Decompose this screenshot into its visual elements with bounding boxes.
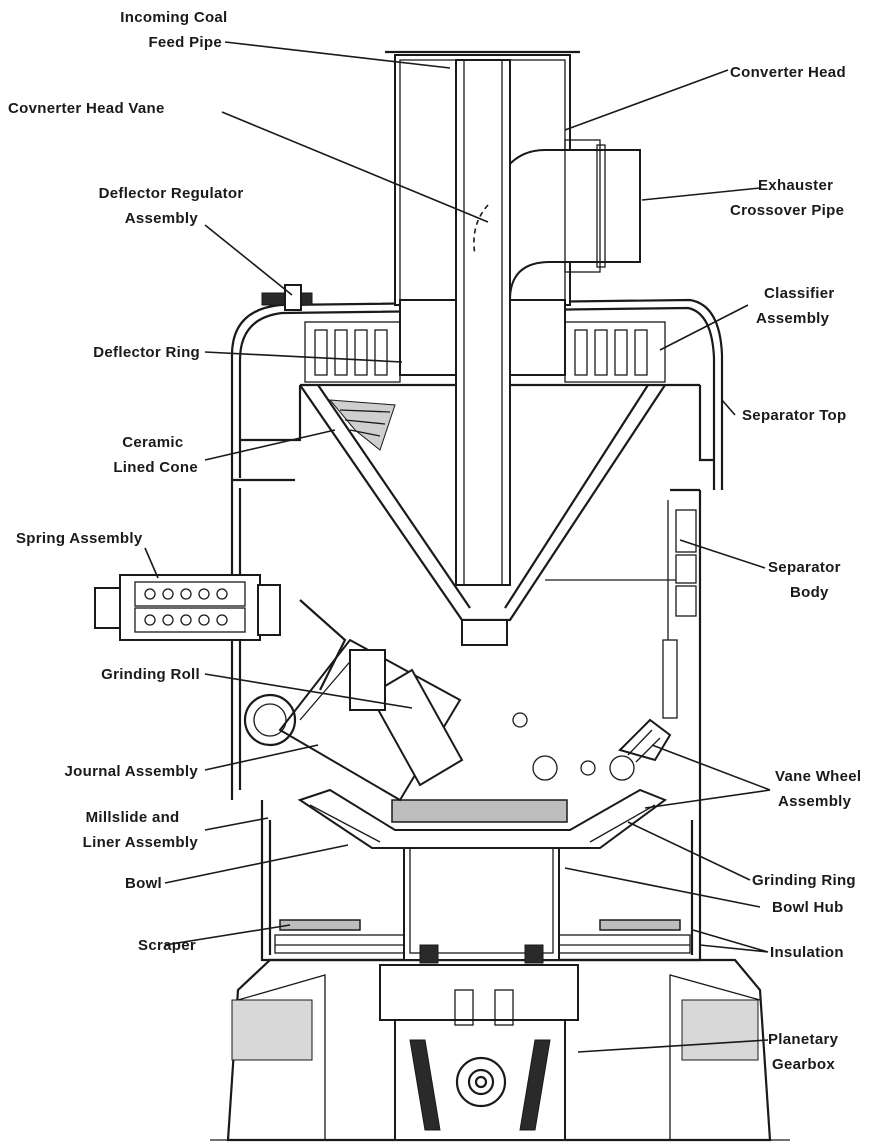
exhauster-pipe <box>484 139 641 301</box>
label-journal-assembly: Journal Assembly <box>65 763 199 780</box>
leader-bowl-hub <box>564 867 761 908</box>
label-grinding-roll: Grinding Roll <box>101 666 200 683</box>
label-vane-wheel-assembly: Vane Wheel Assembly <box>775 768 866 810</box>
label-bowl: Bowl <box>125 875 162 892</box>
label-separator-body: Separator Body <box>768 559 845 601</box>
ceramic-cone <box>299 384 666 622</box>
planetary-gearbox <box>379 964 579 1141</box>
label-insulation: Insulation <box>770 944 844 961</box>
label-scraper: Scraper <box>138 937 196 954</box>
leader-exhauster-crossover-pipe <box>641 187 761 201</box>
leader-converter-head <box>564 69 729 131</box>
labels: Incoming Coal Feed Pipe Converter Head C… <box>8 9 866 1073</box>
leader-bowl <box>164 844 349 884</box>
vane-wheel-body <box>512 712 672 781</box>
label-bowl-hub: Bowl Hub <box>772 899 844 916</box>
coal-feed-pipe <box>455 59 511 646</box>
leader-incoming-coal-feed-pipe <box>224 41 451 69</box>
label-converter-head-vane: Covnerter Head Vane <box>8 100 165 117</box>
leader-vane-wheel-assembly <box>644 744 771 809</box>
leader-lines <box>144 41 771 1053</box>
leader-classifier-assembly <box>659 304 749 351</box>
label-millslide-and-liner-assembly: Millslide and Liner Assembly <box>83 809 199 851</box>
leader-ceramic-lined-cone <box>204 429 336 461</box>
label-deflector-regulator-assembly: Deflector Regulator Assembly <box>99 185 248 227</box>
leader-separator-top <box>721 399 736 416</box>
scraper-body <box>279 919 681 931</box>
leader-scraper <box>164 924 291 946</box>
label-incoming-coal-feed-pipe: Incoming Coal Feed Pipe <box>120 9 232 51</box>
leader-separator-body <box>679 539 766 569</box>
grinding-roll-assembly <box>243 599 464 802</box>
label-classifier-assembly: Classifier Assembly <box>756 285 839 327</box>
leader-grinding-ring <box>627 821 751 881</box>
label-ceramic-lined-cone: Ceramic Lined Cone <box>113 434 198 476</box>
label-spring-assembly: Spring Assembly <box>16 530 143 547</box>
bowl-body <box>297 788 668 849</box>
label-deflector-ring: Deflector Ring <box>93 344 200 361</box>
label-grinding-ring: Grinding Ring <box>752 872 856 889</box>
leader-journal-assembly <box>204 744 319 771</box>
label-separator-top: Separator Top <box>742 407 846 424</box>
deflector-regulator-body <box>261 284 313 311</box>
pulverizer-machine <box>94 50 790 1142</box>
leader-deflector-ring <box>204 351 403 363</box>
spring-assembly-body <box>94 574 281 641</box>
base-pedestal <box>210 958 790 1142</box>
leader-deflector-regulator <box>204 224 293 296</box>
label-exhauster-crossover-pipe: Exhauster Crossover Pipe <box>730 177 844 219</box>
leader-millslide-liner <box>204 817 269 831</box>
leader-spring-assembly <box>144 547 159 579</box>
label-planetary-gearbox: Planetary Gearbox <box>768 1031 843 1073</box>
leader-converter-head-vane <box>221 111 489 223</box>
bowl-hub-body <box>403 829 560 964</box>
label-converter-head: Converter Head <box>730 64 846 81</box>
leader-planetary-gearbox <box>577 1039 769 1053</box>
leader-grinding-roll <box>204 673 413 709</box>
leader-insulation <box>692 929 769 953</box>
